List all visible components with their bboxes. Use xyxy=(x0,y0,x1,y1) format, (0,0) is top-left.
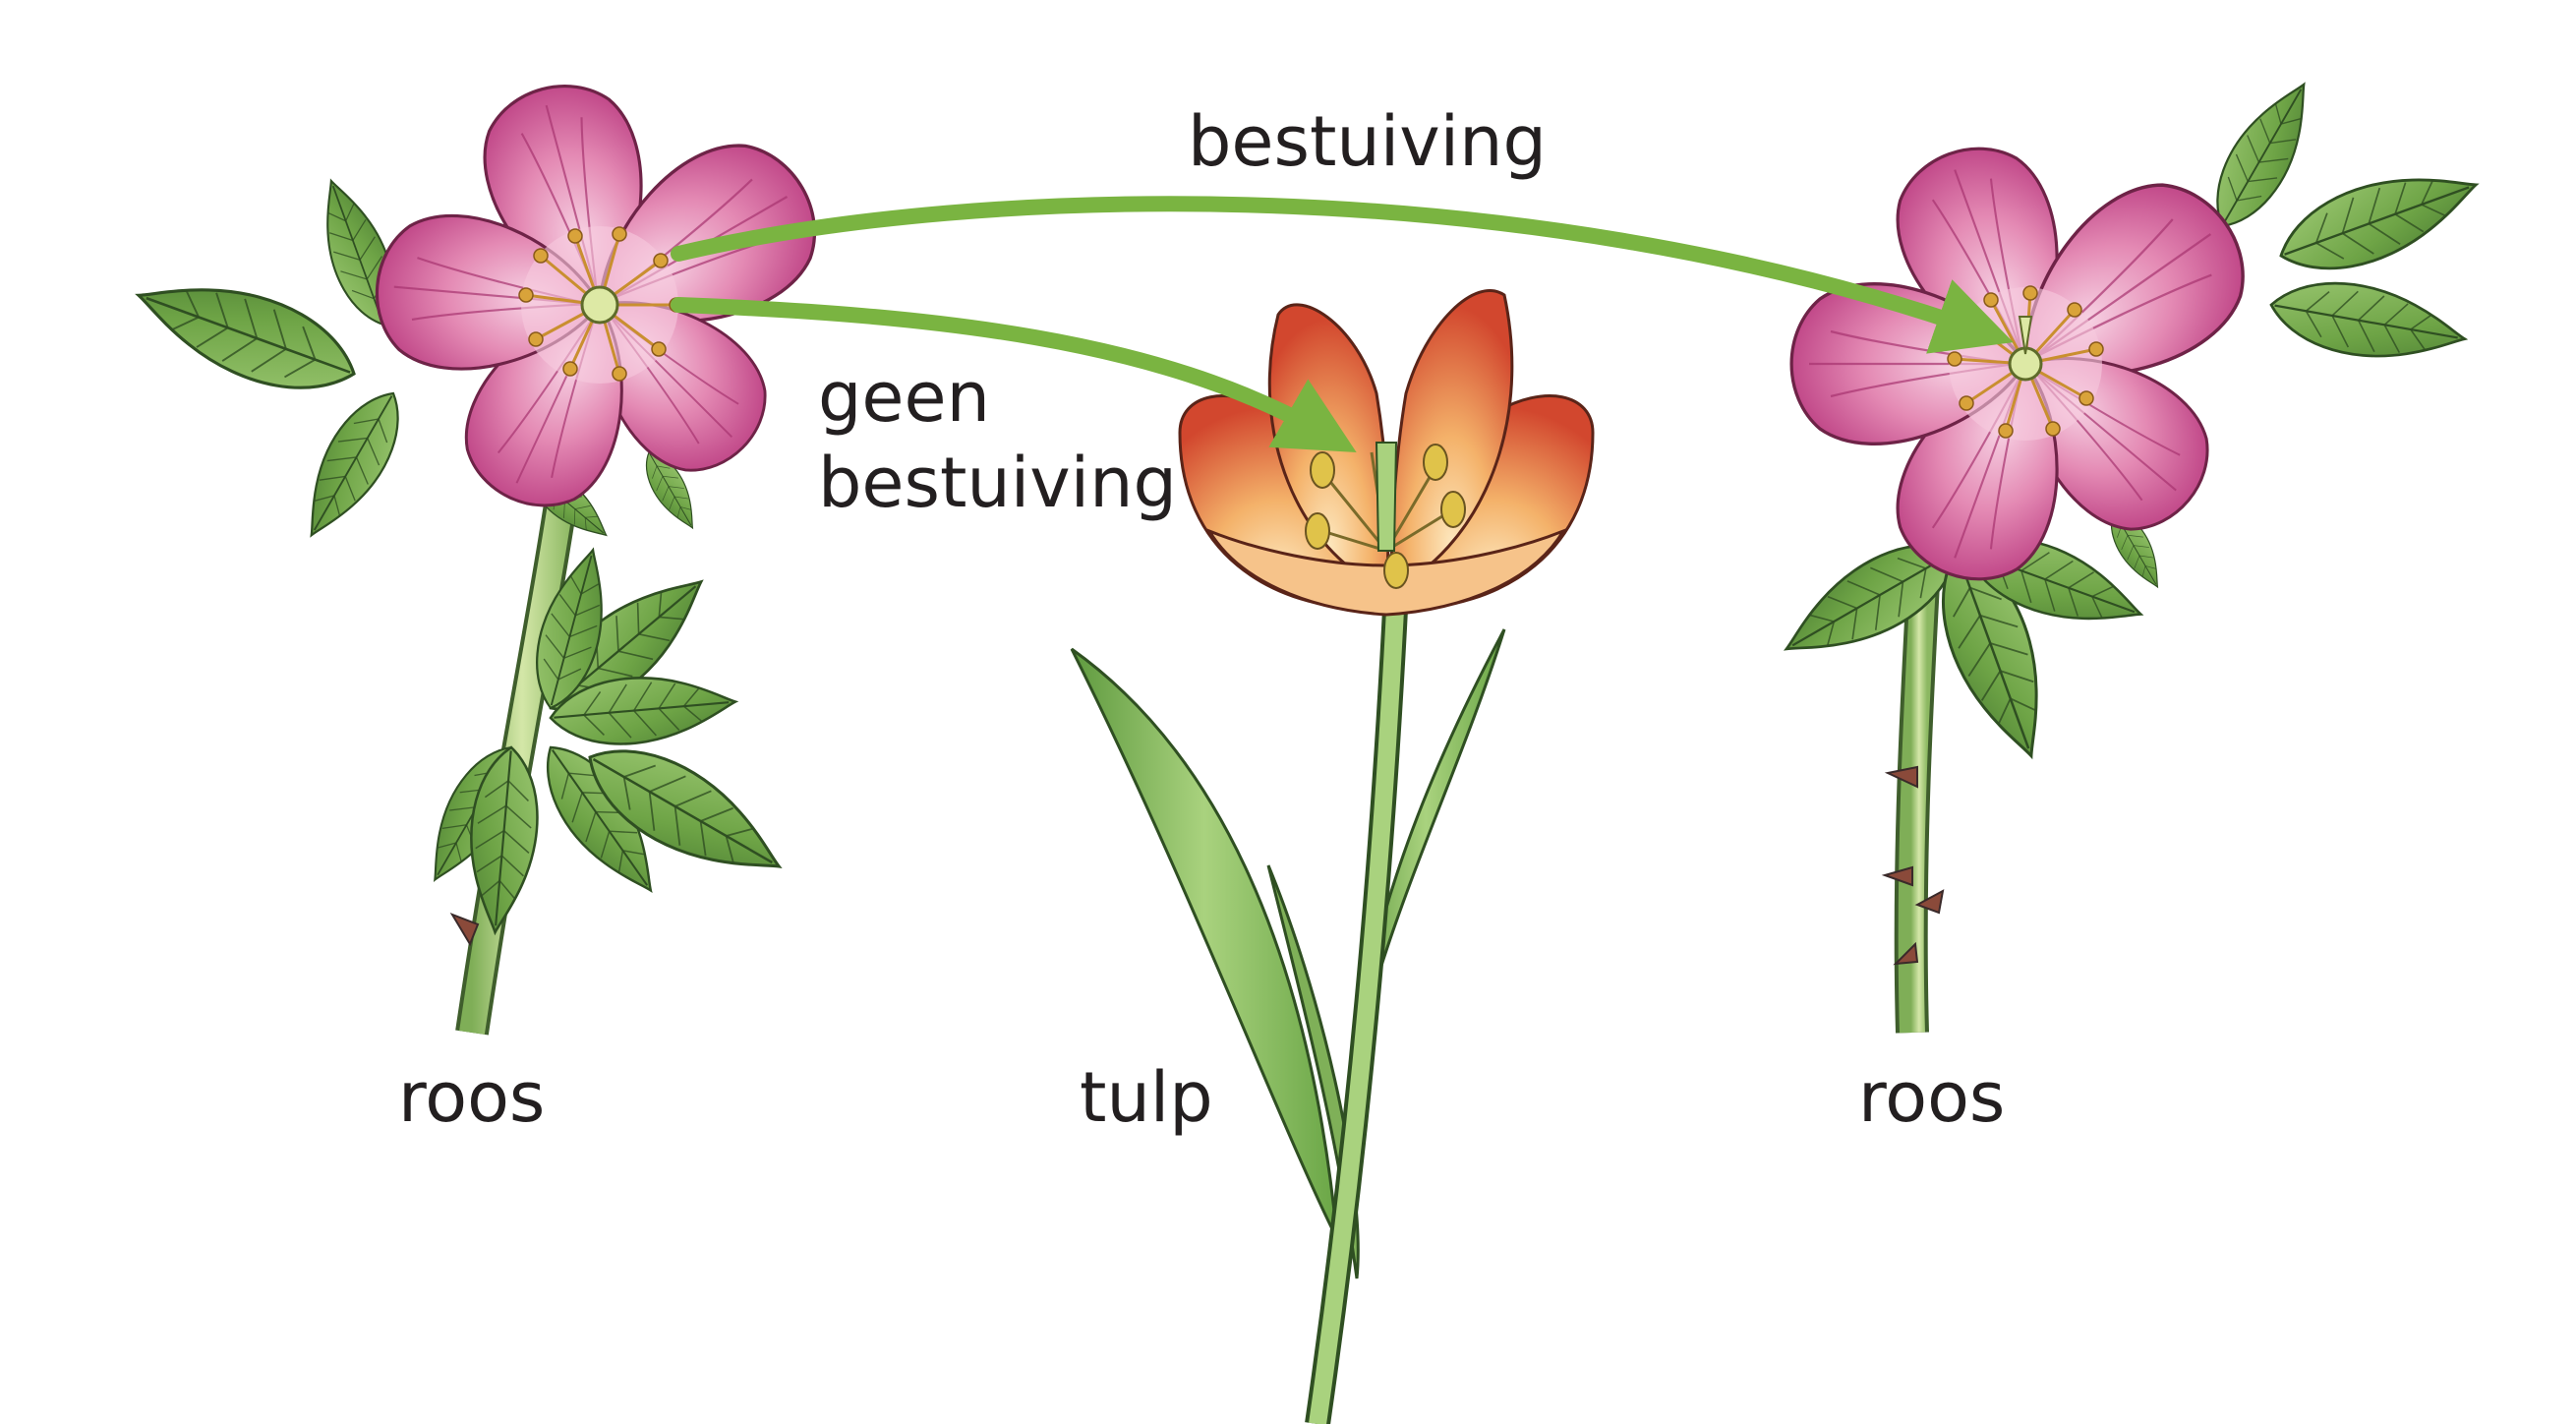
left-rose-flower xyxy=(371,70,843,529)
right-rose-flower xyxy=(1791,128,2273,600)
right-rose-illustration xyxy=(1769,70,2488,1033)
right-rose-label: roos xyxy=(1858,1057,2005,1138)
no-pollination-label-line2: bestuiving xyxy=(818,443,1177,523)
pollination-label: bestuiving xyxy=(1188,101,1547,182)
left-rose-illustration xyxy=(125,70,843,1033)
left-rose-label: roos xyxy=(398,1057,545,1138)
no-pollination-label-line1: geen xyxy=(818,357,990,438)
tulip-flower xyxy=(1180,291,1593,615)
tulip-label: tulp xyxy=(1080,1057,1213,1138)
